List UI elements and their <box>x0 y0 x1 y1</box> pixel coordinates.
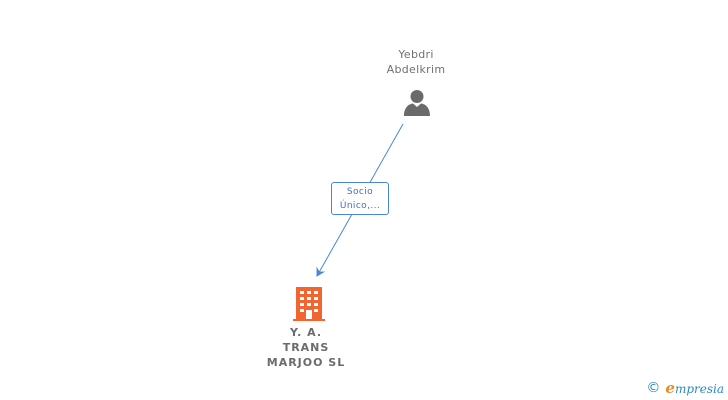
person-name-line1: Yebdri <box>398 48 434 61</box>
brand-initial: e <box>665 379 675 397</box>
building-icon[interactable] <box>293 285 325 321</box>
relation-label-line1: Socio <box>346 187 374 197</box>
company-node[interactable]: Y. A. TRANS MARJOO SL <box>246 325 366 370</box>
relation-label-line2: Único,... <box>339 201 381 211</box>
company-name-line2: TRANS <box>282 341 330 354</box>
person-name-line2: Abdelkrim <box>386 63 446 76</box>
brand-rest: mpresia <box>674 382 724 396</box>
brand-logo: empresia <box>665 379 724 397</box>
person-node[interactable]: Yebdri Abdelkrim <box>366 47 466 77</box>
copyright-icon: © <box>646 380 661 396</box>
brand-footer[interactable]: © empresia <box>646 379 724 397</box>
relation-label[interactable]: Socio Único,... <box>331 182 389 215</box>
company-name-line3: MARJOO SL <box>266 356 346 369</box>
person-icon[interactable] <box>402 88 432 118</box>
company-name-line1: Y. A. <box>289 326 323 339</box>
